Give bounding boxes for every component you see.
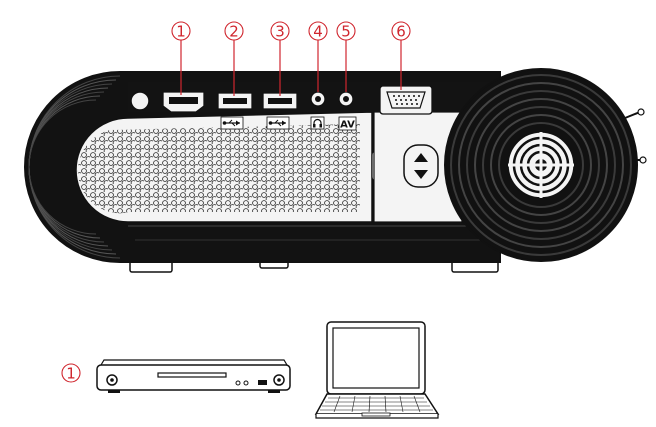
callout-number: 5 bbox=[341, 23, 351, 41]
vga-port[interactable] bbox=[379, 85, 433, 115]
av-label: AV bbox=[340, 120, 355, 131]
callout-4: 4 bbox=[308, 21, 328, 92]
callout-1: 1 bbox=[171, 21, 191, 95]
focus-knob[interactable] bbox=[403, 144, 439, 188]
av-jack[interactable] bbox=[338, 91, 354, 107]
left-grille bbox=[28, 75, 121, 259]
power-button[interactable] bbox=[130, 91, 150, 111]
callout-number: 1 bbox=[176, 23, 186, 41]
callout-6: 6 bbox=[391, 21, 411, 90]
usb-port-1[interactable] bbox=[217, 92, 253, 110]
callout-5: 5 bbox=[336, 21, 356, 92]
headphone-jack[interactable] bbox=[310, 91, 326, 107]
callout-number: 4 bbox=[313, 23, 323, 41]
dvd-player-icon bbox=[96, 359, 291, 393]
laptop-icon bbox=[314, 321, 440, 419]
callout-number: 3 bbox=[275, 23, 285, 41]
lens bbox=[507, 131, 575, 199]
callout-number: 6 bbox=[396, 23, 406, 41]
usb-icon bbox=[220, 116, 244, 130]
device-callout-1: 1 bbox=[61, 363, 81, 383]
av-label-box: AV bbox=[338, 116, 357, 131]
headphone-icon bbox=[310, 116, 325, 130]
callout-number: 2 bbox=[229, 23, 239, 41]
callout-number: 1 bbox=[66, 365, 76, 383]
vent-holes bbox=[77, 124, 360, 214]
usb-icon bbox=[266, 116, 290, 130]
projector: AV bbox=[24, 68, 647, 273]
callout-2: 2 bbox=[224, 21, 244, 96]
callout-3: 3 bbox=[270, 21, 290, 96]
hdmi-port[interactable] bbox=[162, 91, 205, 113]
